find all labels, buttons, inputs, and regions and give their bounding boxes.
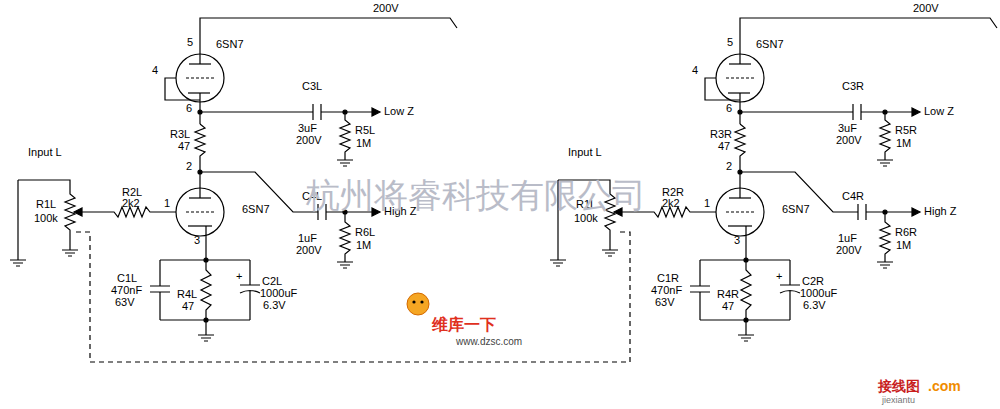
component-label: 6.3V [803, 299, 826, 312]
component-label: + [236, 270, 242, 283]
component-label: C1R [657, 272, 679, 285]
component-label: 4 [152, 64, 158, 77]
component-label: 6 [186, 102, 192, 115]
component-label: Low Z [924, 105, 954, 118]
component-label: 47 [722, 300, 734, 313]
watermark: www.dzsc.com [456, 336, 522, 348]
component-label: 2k2 [122, 197, 140, 210]
component-label: Input L [28, 146, 62, 159]
component-label: 6SN7 [782, 203, 810, 216]
component-label: 200V [373, 2, 399, 15]
component-label: R3L [170, 128, 190, 141]
component-label: 6SN7 [756, 38, 784, 51]
watermark: .com [928, 378, 961, 394]
component-label: C2L [262, 275, 282, 288]
component-label: 200V [296, 134, 322, 147]
component-label: 5 [187, 36, 193, 49]
component-label: 200V [836, 134, 862, 147]
component-label: Input L [568, 146, 602, 159]
component-label: R6R [895, 226, 917, 239]
component-label: 470nF [651, 284, 682, 297]
component-label: 4 [692, 64, 698, 77]
watermark: jiexiantu [882, 395, 915, 406]
component-label: 6SN7 [216, 38, 244, 51]
component-label: 1uF [298, 232, 317, 245]
component-label: R6L [355, 226, 375, 239]
component-label: 47 [182, 300, 194, 313]
component-label: 2k2 [662, 197, 680, 210]
component-label: 1M [896, 137, 911, 150]
component-label: 1M [356, 239, 371, 252]
component-label: High Z [924, 205, 956, 218]
component-label: 1uF [838, 232, 857, 245]
component-label: 1M [896, 239, 911, 252]
component-label: 6SN7 [242, 203, 270, 216]
component-label: 200V [913, 2, 939, 15]
component-label: R5L [355, 124, 375, 137]
component-label: 1M [356, 137, 371, 150]
component-label: + [776, 270, 782, 283]
component-label: C3L [302, 80, 322, 93]
component-label: 2 [726, 160, 732, 173]
component-label: 6.3V [263, 299, 286, 312]
component-label: C1L [117, 272, 137, 285]
component-label: 200V [836, 244, 862, 257]
component-label: 5 [727, 36, 733, 49]
component-label: 1000uF [260, 287, 297, 300]
component-label: 63V [115, 296, 135, 309]
component-label: R5R [895, 124, 917, 137]
component-label: 3 [194, 234, 200, 247]
component-label: 3uF [298, 122, 317, 135]
component-label: 6 [726, 102, 732, 115]
component-label: 3 [734, 234, 740, 247]
watermark: 维库一下 [432, 316, 496, 334]
watermark: 接线图 [878, 378, 920, 394]
component-label: R4L [177, 288, 197, 301]
component-label: 1 [164, 197, 170, 210]
component-label: 47 [718, 140, 730, 153]
component-label: C2R [802, 275, 824, 288]
component-label: R1L [36, 198, 56, 211]
component-label: 47 [178, 140, 190, 153]
component-label: 63V [655, 296, 675, 309]
component-label: 470nF [111, 284, 142, 297]
component-label: R3R [710, 128, 732, 141]
component-label: 1 [704, 197, 710, 210]
watermark: 杭州将睿科技有限公司 [306, 176, 646, 214]
component-label: 3uF [838, 122, 857, 135]
component-label: Low Z [384, 105, 414, 118]
component-label: C4R [842, 190, 864, 203]
component-label: R4R [717, 288, 739, 301]
component-label: 1000uF [800, 287, 837, 300]
component-label: 100k [34, 212, 58, 225]
component-label: 200V [296, 244, 322, 257]
component-label: C3R [842, 80, 864, 93]
component-label: 2 [186, 160, 192, 173]
